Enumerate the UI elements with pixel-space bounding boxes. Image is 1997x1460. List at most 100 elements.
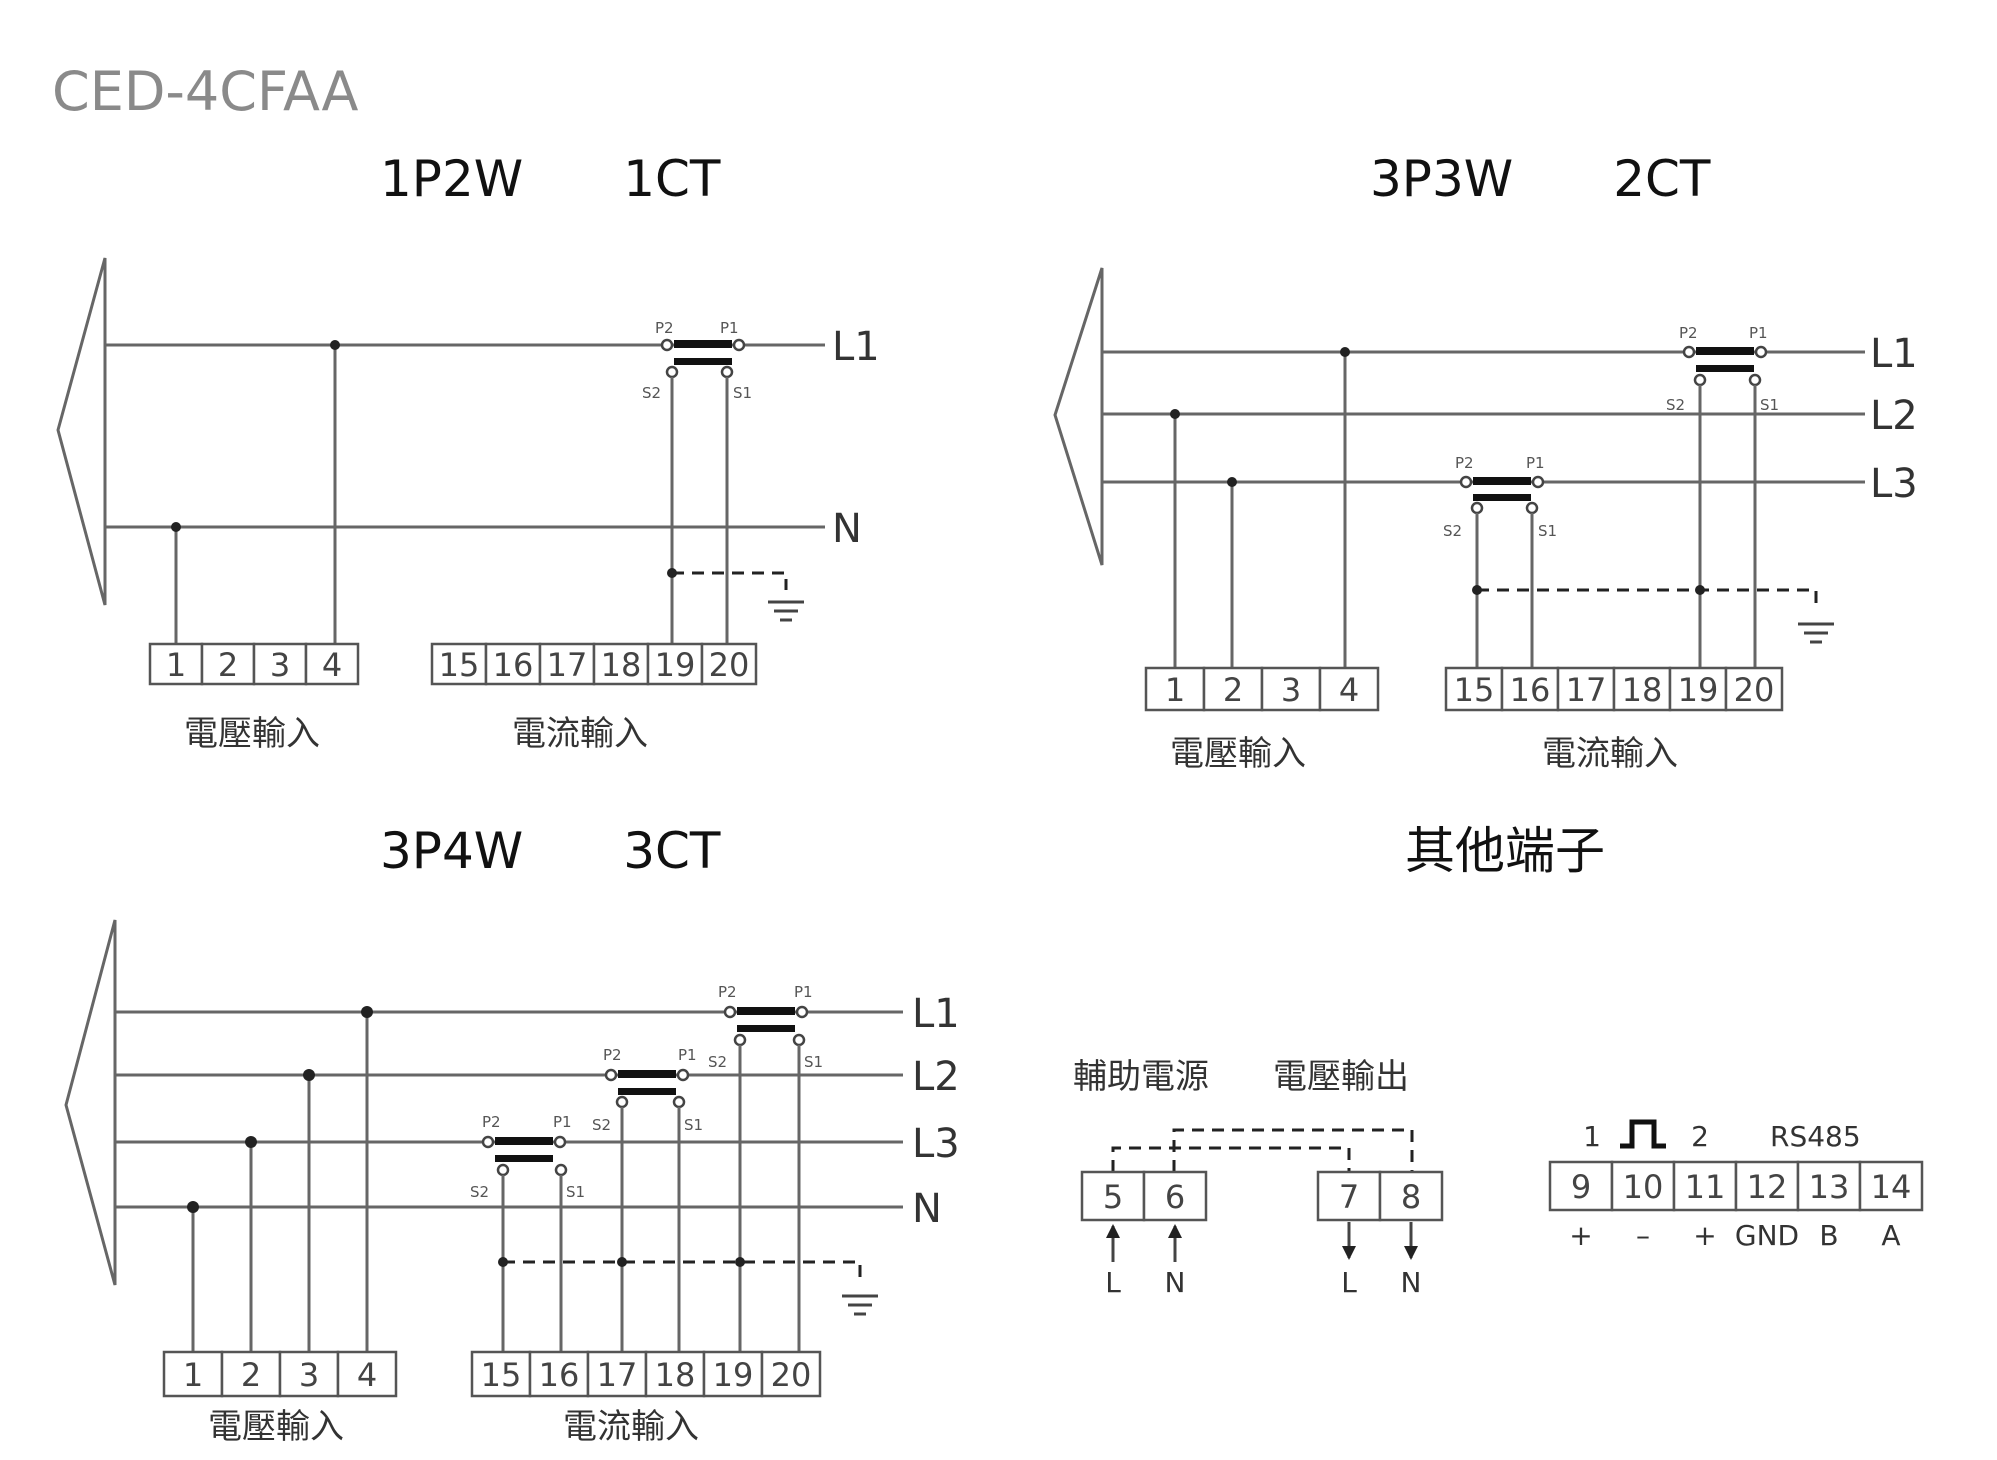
- ground-link: [503, 1260, 862, 1282]
- panel-title: 3P4W 3CT: [380, 822, 721, 880]
- panel-1p2w: 1P2W 1CT L1 N P2 P1 S2 S1: [56, 150, 880, 754]
- terminal-number: 1: [183, 1356, 203, 1394]
- jumper-link: [1111, 1146, 1351, 1172]
- voltage-terminal-block: 1 2 3 4: [162, 1350, 398, 1398]
- ct-label: S2: [1666, 396, 1685, 414]
- ct-label: P1: [553, 1113, 572, 1131]
- terminal-number: 3: [270, 646, 290, 684]
- ct-label: S2: [642, 384, 661, 402]
- line-label: N: [912, 1186, 942, 1232]
- terminal-number: 20: [771, 1356, 812, 1394]
- ct-label: P1: [1749, 324, 1768, 342]
- terminal-number: 4: [322, 646, 342, 684]
- ct-label: S1: [684, 1116, 703, 1134]
- terminal-number: 3: [299, 1356, 319, 1394]
- io-label: GND: [1735, 1219, 1799, 1252]
- junction-dot: [735, 1257, 745, 1267]
- ct-label: P2: [718, 983, 737, 1001]
- terminal-number: 13: [1809, 1168, 1850, 1206]
- source-arrow: [56, 257, 107, 606]
- arrow-down-icon: [1404, 1222, 1418, 1260]
- terminal-number: 16: [539, 1356, 580, 1394]
- source-arrow: [64, 919, 117, 1286]
- junction-dot: [303, 1069, 315, 1081]
- io-label: A: [1881, 1219, 1900, 1252]
- terminal-number: 2: [241, 1356, 261, 1394]
- panel-title: 3P3W 2CT: [1370, 150, 1711, 208]
- ct-label: S2: [470, 1183, 489, 1201]
- ct-label: P2: [603, 1046, 622, 1064]
- ct-label: P1: [1526, 454, 1545, 472]
- io-label: +: [1693, 1219, 1716, 1252]
- line-label: L3: [1870, 461, 1918, 507]
- aux-power-caption: 輔助電源: [1073, 1057, 1209, 1097]
- ct-label: P2: [655, 319, 674, 337]
- line-label: L2: [912, 1054, 960, 1100]
- io-label: N: [1401, 1266, 1422, 1299]
- junction-dot: [245, 1136, 257, 1148]
- ct-label: S1: [1538, 522, 1557, 540]
- terminal-number: 19: [1678, 671, 1719, 709]
- terminal-number: 9: [1571, 1168, 1591, 1206]
- voltage-caption: 電壓輸入: [184, 714, 320, 754]
- terminal-number: 11: [1685, 1168, 1726, 1206]
- ground-icon: [1798, 622, 1834, 644]
- current-terminal-block: 15 16 17 18 19 20: [1444, 666, 1784, 712]
- arrow-down-icon: [1342, 1222, 1356, 1260]
- panel-3p3w: 3P3W 2CT L1 L2 L3 P2 P1 S2 S1: [1053, 150, 1918, 774]
- ct-label: S1: [804, 1053, 823, 1071]
- io-label: –: [1636, 1219, 1650, 1252]
- pulse-label: 2: [1691, 1120, 1709, 1153]
- io-label: L: [1341, 1266, 1357, 1299]
- voltage-terminal-block: 1 2 3 4: [148, 642, 360, 686]
- ct-label: S2: [592, 1116, 611, 1134]
- current-transformer: P2 P1 S2 S1: [1666, 324, 1779, 414]
- ground-icon: [768, 600, 804, 622]
- terminal-number: 20: [709, 646, 750, 684]
- current-caption: 電流輸入: [1542, 734, 1678, 774]
- jumper-link: [1172, 1128, 1414, 1172]
- terminal-number: 20: [1734, 671, 1775, 709]
- terminal-number: 6: [1165, 1178, 1185, 1216]
- junction-dot: [330, 340, 340, 350]
- panel-title: 其他端子: [1405, 822, 1605, 880]
- current-transformer: P2 P1 S2 S1: [592, 1046, 703, 1134]
- ct-label: P2: [1679, 324, 1698, 342]
- terminal-number: 19: [655, 646, 696, 684]
- junction-dot: [1340, 347, 1350, 357]
- voltage-terminal-block: 1 2 3 4: [1144, 666, 1380, 712]
- terminal-number: 17: [547, 646, 588, 684]
- line-label: L1: [1870, 331, 1918, 377]
- arrow-up-icon: [1168, 1224, 1182, 1262]
- current-transformer: P2 P1 S2 S1: [642, 319, 752, 402]
- panel-3p4w: 3P4W 3CT L1 L2 L3 N P2 P1 S2 S1: [64, 822, 960, 1447]
- ct-label: P1: [720, 319, 739, 337]
- terminal-number: 5: [1103, 1178, 1123, 1216]
- line-label: L3: [912, 1121, 960, 1167]
- aux-terminal-block: 5 6: [1080, 1170, 1208, 1222]
- terminal-number: 1: [1165, 671, 1185, 709]
- terminal-number: 8: [1401, 1178, 1421, 1216]
- io-terminal-block: 9 10 11 12 13 14: [1548, 1160, 1924, 1212]
- line-label: L1: [912, 991, 960, 1037]
- ground-link: [672, 571, 788, 590]
- ct-label: P1: [794, 983, 813, 1001]
- junction-dot: [1227, 477, 1237, 487]
- terminal-number: 12: [1747, 1168, 1788, 1206]
- io-label: B: [1819, 1219, 1838, 1252]
- terminal-number: 2: [1223, 671, 1243, 709]
- ct-label: S1: [733, 384, 752, 402]
- terminal-number: 17: [1566, 671, 1607, 709]
- terminal-number: 2: [218, 646, 238, 684]
- junction-dot: [361, 1006, 373, 1018]
- line-label: L2: [1870, 393, 1918, 439]
- ct-label: P1: [678, 1046, 697, 1064]
- io-label: N: [1165, 1266, 1186, 1299]
- io-label: +: [1569, 1219, 1592, 1252]
- terminal-number: 16: [493, 646, 534, 684]
- ct-label: P2: [1455, 454, 1474, 472]
- io-label: L: [1105, 1266, 1121, 1299]
- terminal-number: 4: [1339, 671, 1359, 709]
- voltage-caption: 電壓輸入: [208, 1407, 344, 1447]
- pulse-icon: [1620, 1119, 1666, 1149]
